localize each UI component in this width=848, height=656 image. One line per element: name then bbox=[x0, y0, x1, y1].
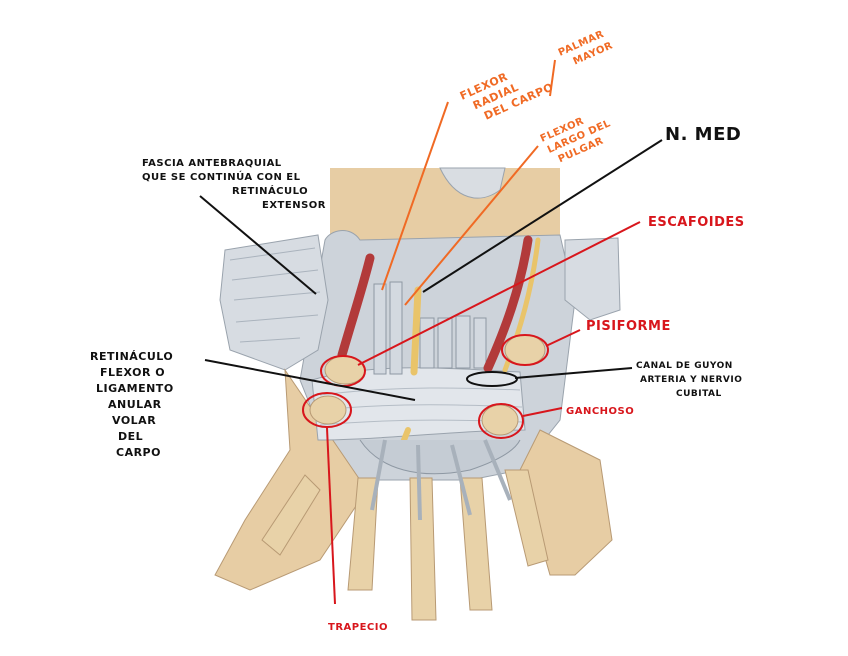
ganchoso-marker bbox=[478, 403, 524, 439]
escafoides-leader bbox=[357, 221, 641, 366]
retinaculo-line-2: FLEXOR O bbox=[100, 366, 165, 379]
retinaculo-line-7: CARPO bbox=[116, 446, 161, 459]
flexor-largo-leader bbox=[404, 145, 539, 306]
pisiforme-marker bbox=[501, 334, 549, 366]
palmar-divider bbox=[549, 59, 556, 97]
fascia-label: FASCIA ANTEBRAQUIAL QUE SE CONTINÚA CON … bbox=[142, 158, 326, 211]
canal-line-2: ARTERIA Y NERVIO bbox=[640, 375, 742, 385]
retinaculo-line-1: RETINÁCULO bbox=[90, 350, 173, 363]
palmar-mayor-label: PALMAR MAYOR bbox=[557, 29, 615, 68]
canal-line-3: CUBITAL bbox=[676, 389, 722, 399]
trapecio-label: TRAPECIO bbox=[328, 622, 388, 633]
flexor-radial-leader bbox=[381, 101, 449, 291]
canal-leader bbox=[514, 367, 633, 379]
pisiforme-label: PISIFORME bbox=[586, 319, 671, 334]
forearm-and-hand-drawing bbox=[214, 167, 621, 621]
ganchoso-label: GANCHOSO bbox=[566, 406, 634, 417]
fascia-line-2: QUE SE CONTINÚA CON EL bbox=[142, 170, 301, 183]
flexor-largo-label: FLEXOR LARGO DEL PULGAR bbox=[539, 116, 613, 165]
ganchoso-leader bbox=[522, 407, 563, 417]
retinaculo-line-3: LIGAMENTO bbox=[96, 382, 174, 395]
retinaculo-label: RETINÁCULO FLEXOR O LIGAMENTO ANULAR VOL… bbox=[90, 350, 174, 459]
trapecio-marker bbox=[302, 392, 352, 428]
retinaculo-line-4: ANULAR bbox=[108, 398, 162, 411]
n-med-label: N. MED bbox=[665, 124, 741, 145]
canal-line-1: CANAL DE GUYON bbox=[636, 361, 733, 371]
fascia-leader bbox=[199, 195, 317, 295]
retinaculo-leader bbox=[204, 359, 416, 401]
n-med-leader bbox=[422, 139, 663, 293]
canal-guyon-label: CANAL DE GUYON ARTERIA Y NERVIO CUBITAL bbox=[636, 361, 742, 399]
retinaculo-line-6: DEL bbox=[118, 430, 143, 443]
canal-guyon-marker bbox=[466, 371, 518, 387]
fascia-line-4: EXTENSOR bbox=[262, 200, 326, 211]
retinaculo-line-5: VOLAR bbox=[112, 414, 156, 427]
trapecio-leader bbox=[326, 427, 336, 605]
pisiforme-leader bbox=[545, 329, 581, 347]
escafoides-label: ESCAFOIDES bbox=[648, 215, 745, 230]
fascia-line-1: FASCIA ANTEBRAQUIAL bbox=[142, 158, 282, 169]
fascia-line-3: RETINÁCULO bbox=[232, 184, 308, 197]
flexor-radial-label: FLEXOR RADIAL DEL CARPO bbox=[458, 70, 555, 122]
